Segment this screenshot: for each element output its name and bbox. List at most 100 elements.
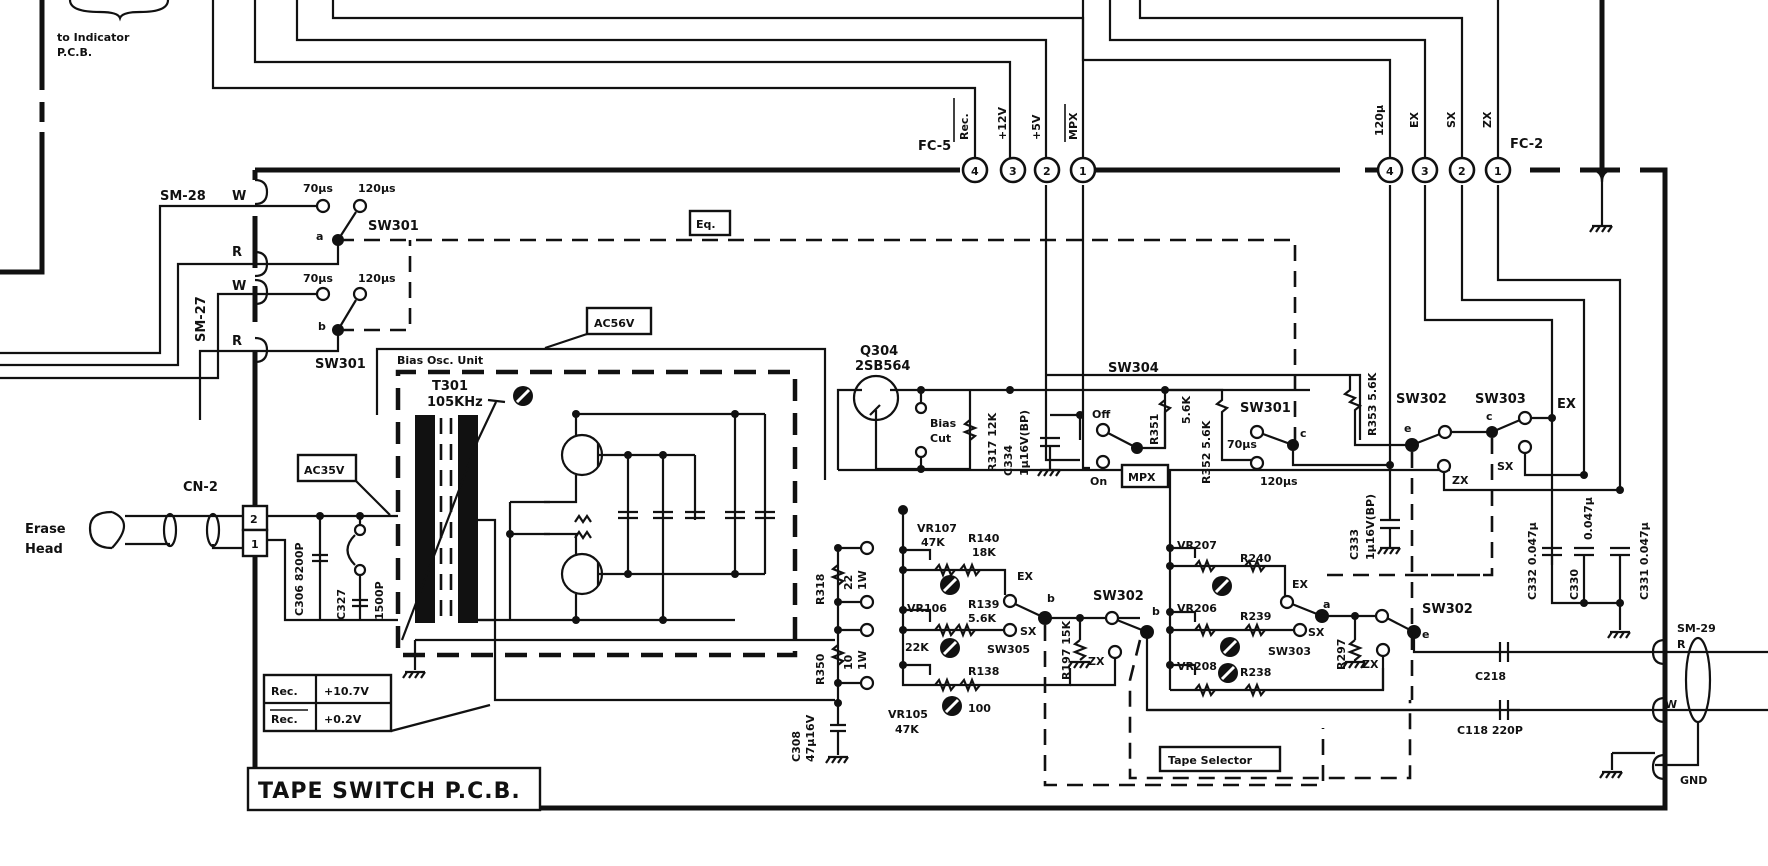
fc2-pin-2: 2 (1448, 156, 1476, 184)
sm29-pin-r: R (1677, 638, 1686, 651)
svg-text:c: c (1300, 427, 1307, 440)
svg-text:70μs: 70μs (303, 182, 333, 195)
fc2-drops (1423, 185, 1630, 630)
ac56v-label: AC56V (594, 317, 635, 330)
c327-switch (346, 516, 368, 620)
r139-value: 5.6K (968, 612, 996, 625)
left-bank-pots (899, 510, 1140, 693)
c333-label: C333 (1348, 529, 1361, 560)
r140-label: R140 (968, 532, 1000, 545)
indicator-pcb-label: P.C.B. (57, 46, 92, 59)
c331-label: C331 0.047μ (1638, 522, 1651, 600)
voltage-row-recbar-value: +0.2V (324, 713, 362, 726)
vr105-value: 47K (895, 723, 919, 736)
sw304-off-label: Off (1092, 408, 1110, 421)
right-bank-pots (1166, 470, 1391, 698)
voltage-table: Rec. +10.7V Rec. +0.2V (262, 673, 491, 733)
svg-text:b: b (1152, 605, 1160, 618)
voltage-row-rec-signal: Rec. (271, 685, 298, 698)
trim-pot-icon (942, 696, 962, 716)
sm27-pin-r: R (232, 334, 242, 349)
ground-icon (1589, 224, 1613, 233)
fc2-pin-3: 3 (1411, 156, 1439, 184)
t301-ref: T301 (432, 379, 468, 394)
ac35v-arrow (355, 480, 391, 516)
fc2-pin-4: 4 (1376, 156, 1404, 184)
fc5-signal-rec: Rec. (958, 113, 971, 140)
sm28-pin-w: W (232, 189, 246, 204)
ac35v-box (296, 453, 358, 483)
erase-head-icon (88, 510, 243, 550)
fc5-pin-4: 4 (961, 156, 989, 184)
q304-transistor (836, 374, 1310, 473)
fc2-signal-zx: ZX (1481, 111, 1494, 128)
q304-part: 2SB564 (855, 359, 910, 374)
trim-pot-icon (940, 638, 960, 658)
sw305-label: SW305 (987, 643, 1030, 656)
bias-unit-outline (375, 347, 827, 480)
cn2-pin-1 (241, 528, 269, 558)
ac56v-arrow (544, 332, 588, 350)
svg-text:SW301: SW301 (315, 357, 366, 372)
r351-label: R351 (1148, 414, 1161, 445)
sw305-ex-label: EX (1017, 570, 1034, 583)
vr106-value: 22K (905, 641, 929, 654)
r238-label: R238 (1240, 666, 1271, 679)
trim-pot-icon (1212, 576, 1232, 596)
c332-label: C332 0.047μ (1526, 522, 1539, 600)
svg-text:b: b (318, 320, 326, 333)
fc5-pin-1: 1 (1069, 156, 1097, 184)
fc5-label: FC-5 (918, 139, 951, 154)
r318-value-2: 1W (856, 570, 869, 590)
fc2-pin-1: 1 (1484, 156, 1512, 184)
r297-label: R297 (1335, 639, 1348, 670)
svg-text:120μs: 120μs (358, 182, 396, 195)
r318-r350-network (830, 540, 875, 755)
svg-text:1: 1 (1079, 165, 1087, 178)
c327-label: C327 (335, 589, 348, 620)
fc5-signal-mpx: MPX (1067, 112, 1080, 140)
pcb-title: TAPE SWITCH P.C.B. (258, 779, 521, 804)
sm27-label: SM-27 (194, 296, 209, 342)
sw304-on-label: On (1090, 475, 1107, 488)
ground-icon (402, 670, 426, 679)
c334-wiring (1040, 185, 1082, 470)
fc2-label: FC-2 (1510, 137, 1543, 152)
sm28-pin-r: R (232, 245, 242, 260)
svg-text:4: 4 (971, 165, 979, 178)
svg-text:e: e (1422, 628, 1429, 641)
sw304-switch (1095, 400, 1167, 470)
c308-label: C308 (790, 731, 803, 762)
svg-text:2: 2 (1458, 165, 1466, 178)
sw301c-switch: c (1249, 424, 1387, 471)
r139-label: R139 (968, 598, 999, 611)
t301-value: 105KHz (427, 395, 483, 410)
fc2-signal-ex: EX (1408, 111, 1421, 128)
svg-text:4: 4 (1386, 165, 1394, 178)
fc5-pin-3: 3 (999, 156, 1027, 184)
tape-selector-label: Tape Selector (1168, 754, 1253, 767)
sm29-pin-w: W (1665, 698, 1677, 711)
vr107-value: 47K (921, 536, 945, 549)
svg-text:SW301: SW301 (368, 219, 419, 234)
sw303-sx-label: SX (1497, 460, 1514, 473)
svg-text:70μs: 70μs (303, 272, 333, 285)
trim-pot-icon (1218, 663, 1238, 683)
r350-value-2: 1W (856, 650, 869, 670)
r351-r352-wiring (1157, 388, 1255, 462)
indicator-bracket (68, 0, 170, 22)
sm27-pin-w: W (232, 279, 246, 294)
ground-icon (825, 755, 849, 764)
sw302-sw303-linkage (1320, 438, 1494, 700)
indicator-pcb-edge (0, 0, 45, 275)
r140-value: 18K (972, 546, 996, 559)
ground-icon (1037, 468, 1061, 477)
harness-wires-right (1081, 0, 1605, 226)
c330-value: 0.047μ (1582, 497, 1595, 540)
mpx-line (1081, 185, 1090, 470)
sw305-linkage (1043, 625, 1412, 787)
sw303-ex-label: EX (1557, 397, 1576, 412)
sw302-e-label: SW302 (1422, 602, 1473, 617)
svg-text:a: a (316, 230, 323, 243)
